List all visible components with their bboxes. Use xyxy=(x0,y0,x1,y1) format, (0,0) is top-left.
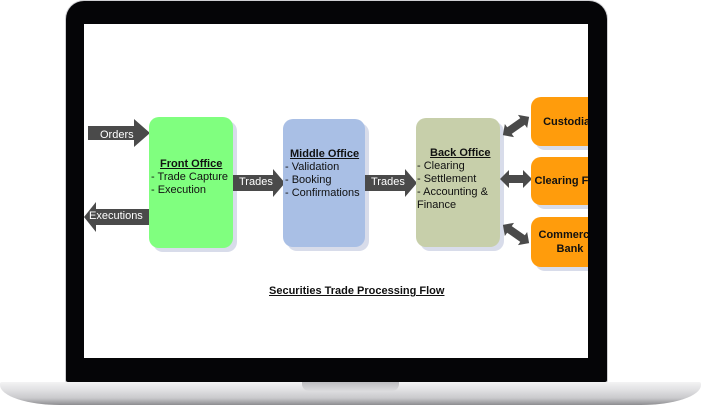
commercial-bank-double-arrow xyxy=(502,222,530,246)
back-office-item: - Clearing xyxy=(417,160,465,172)
clearing-firm-box: Clearing Firm xyxy=(531,157,588,205)
front-office-title: Front Office xyxy=(160,158,223,170)
laptop-notch xyxy=(302,382,399,391)
commercial-bank-label-line1: Commercial xyxy=(538,229,589,241)
custodian-label: Custodian xyxy=(543,115,588,128)
orders-arrow xyxy=(88,119,150,147)
front-office-box: Front Office - Trade Capture - Execution xyxy=(149,117,233,248)
middle-office-title: Middle Office xyxy=(290,148,360,160)
front-office-item: - Trade Capture xyxy=(151,171,229,183)
middle-office-item: - Validation xyxy=(285,161,340,173)
trades-arrow-2 xyxy=(365,169,417,197)
trades-label-2: Trades xyxy=(371,176,405,188)
trades-arrow-1 xyxy=(233,169,285,197)
middle-office-item: - Booking xyxy=(285,174,332,186)
custodian-double-arrow xyxy=(502,114,530,138)
back-office-item: Finance xyxy=(417,199,457,211)
laptop-screen: Orders Executions Front Office - Trade C… xyxy=(84,24,588,358)
back-office-box: Back Office - Clearing - Settlement - Ac… xyxy=(416,118,500,247)
back-office-item: - Accounting & xyxy=(417,186,488,198)
commercial-bank-label-line2: Bank xyxy=(556,243,584,255)
clearing-firm-label: Clearing Firm xyxy=(534,175,588,187)
clearing-firm-double-arrow xyxy=(500,170,532,188)
middle-office-item: - Confirmations xyxy=(285,187,360,199)
orders-label: Orders xyxy=(100,129,134,141)
executions-label: Executions xyxy=(89,210,143,222)
middle-office-box: Middle Office - Validation - Booking - C… xyxy=(283,119,365,247)
commercial-bank-box: Commercial Bank xyxy=(531,217,588,267)
back-office-title: Back Office xyxy=(430,147,491,159)
executions-arrow xyxy=(84,202,149,232)
custodian-box: Custodian xyxy=(531,97,588,146)
front-office-item: - Execution xyxy=(151,184,207,196)
trades-label-1: Trades xyxy=(239,176,273,188)
back-office-item: - Settlement xyxy=(417,173,477,185)
laptop-base xyxy=(0,382,701,405)
diagram-caption: Securities Trade Processing Flow xyxy=(269,285,445,297)
